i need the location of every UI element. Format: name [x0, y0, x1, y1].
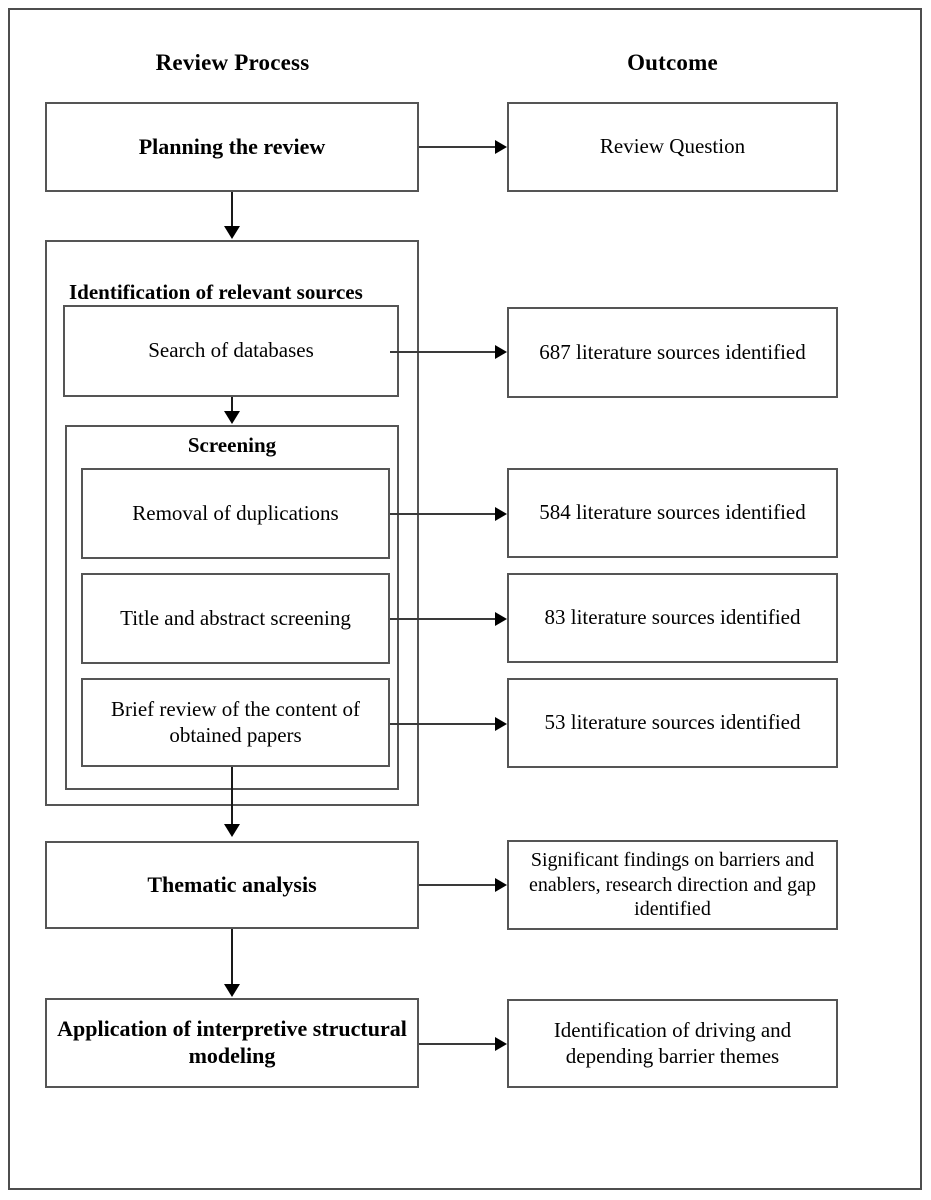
- outcome-box-thematic-findings[interactable]: Significant findings on barriers and ena…: [507, 840, 838, 930]
- arrowhead-removal-to-sources-584: [495, 507, 507, 521]
- arrowhead-identification-to-thematic-analysis: [224, 824, 240, 837]
- process-box-brief-review-of-content-label: Brief review of the content of obtained …: [111, 696, 360, 747]
- process-box-thematic-analysis-label: Thematic analysis: [147, 871, 317, 897]
- arrowhead-planning-to-identification: [224, 226, 240, 239]
- connector-removal-to-sources-584: [390, 513, 495, 515]
- process-group-identification-label: Identification of relevant sources: [69, 280, 363, 304]
- process-box-planning-label: Planning the review: [138, 133, 326, 159]
- arrowhead-title-abstract-to-sources-83: [495, 612, 507, 626]
- process-group-screening-label: Screening: [187, 433, 277, 457]
- outcome-box-sources-584-label: 584 literature sources identified: [539, 500, 806, 525]
- outcome-box-sources-53[interactable]: 53 literature sources identified: [507, 678, 838, 768]
- process-box-planning-the-review[interactable]: Planning the review: [45, 102, 419, 192]
- connector-thematic-to-ism: [231, 929, 233, 985]
- column-heading-review-process: Review Process: [155, 50, 310, 75]
- connector-brief-review-to-sources-53: [390, 723, 495, 725]
- outcome-box-thematic-findings-label: Significant findings on barriers and ena…: [528, 849, 817, 921]
- outcome-box-ism-result-label: Identification of driving and depending …: [553, 1017, 792, 1068]
- outcome-box-sources-687-label: 687 literature sources identified: [539, 339, 806, 364]
- connector-title-abstract-to-sources-83: [390, 618, 495, 620]
- process-box-brief-review-of-content[interactable]: Brief review of the content of obtained …: [81, 678, 390, 767]
- arrowhead-search-to-sources-687: [495, 345, 507, 359]
- outcome-box-sources-83-label: 83 literature sources identified: [544, 605, 801, 630]
- arrowhead-brief-review-to-sources-53: [495, 717, 507, 731]
- process-box-application-of-ism[interactable]: Application of interpretive structural m…: [45, 998, 419, 1088]
- outcome-box-ism-result[interactable]: Identification of driving and depending …: [507, 999, 838, 1088]
- arrowhead-thematic-to-ism: [224, 984, 240, 997]
- connector-thematic-to-findings: [419, 884, 495, 886]
- arrowhead-thematic-to-findings: [495, 878, 507, 892]
- outcome-box-sources-687[interactable]: 687 literature sources identified: [507, 307, 838, 398]
- outcome-box-sources-83[interactable]: 83 literature sources identified: [507, 573, 838, 663]
- arrowhead-search-to-screening: [224, 411, 240, 424]
- outcome-box-sources-584[interactable]: 584 literature sources identified: [507, 468, 838, 558]
- process-box-search-of-databases[interactable]: Search of databases: [63, 305, 399, 397]
- connector-search-to-screening: [231, 397, 233, 413]
- process-box-thematic-analysis[interactable]: Thematic analysis: [45, 841, 419, 929]
- process-box-application-of-ism-label: Application of interpretive structural m…: [57, 1016, 407, 1068]
- connector-identification-to-thematic-analysis: [231, 767, 233, 825]
- arrowhead-ism-to-result: [495, 1037, 507, 1051]
- process-box-removal-of-duplications-label: Removal of duplications: [132, 500, 339, 525]
- outcome-box-review-question-label: Review Question: [599, 134, 746, 159]
- arrowhead-planning-to-review-question: [495, 140, 507, 154]
- process-box-search-of-databases-label: Search of databases: [148, 338, 314, 363]
- outcome-box-sources-53-label: 53 literature sources identified: [544, 710, 801, 735]
- connector-planning-to-identification: [231, 192, 233, 227]
- process-box-removal-of-duplications[interactable]: Removal of duplications: [81, 468, 390, 559]
- process-box-title-and-abstract-screening-label: Title and abstract screening: [120, 605, 351, 630]
- connector-ism-to-result: [419, 1043, 495, 1045]
- outcome-box-review-question[interactable]: Review Question: [507, 102, 838, 192]
- connector-planning-to-review-question: [419, 146, 495, 148]
- figure-outer-frame: [8, 8, 922, 1190]
- column-heading-outcome: Outcome: [627, 50, 718, 75]
- process-box-title-and-abstract-screening[interactable]: Title and abstract screening: [81, 573, 390, 664]
- connector-search-to-sources-687: [390, 351, 495, 353]
